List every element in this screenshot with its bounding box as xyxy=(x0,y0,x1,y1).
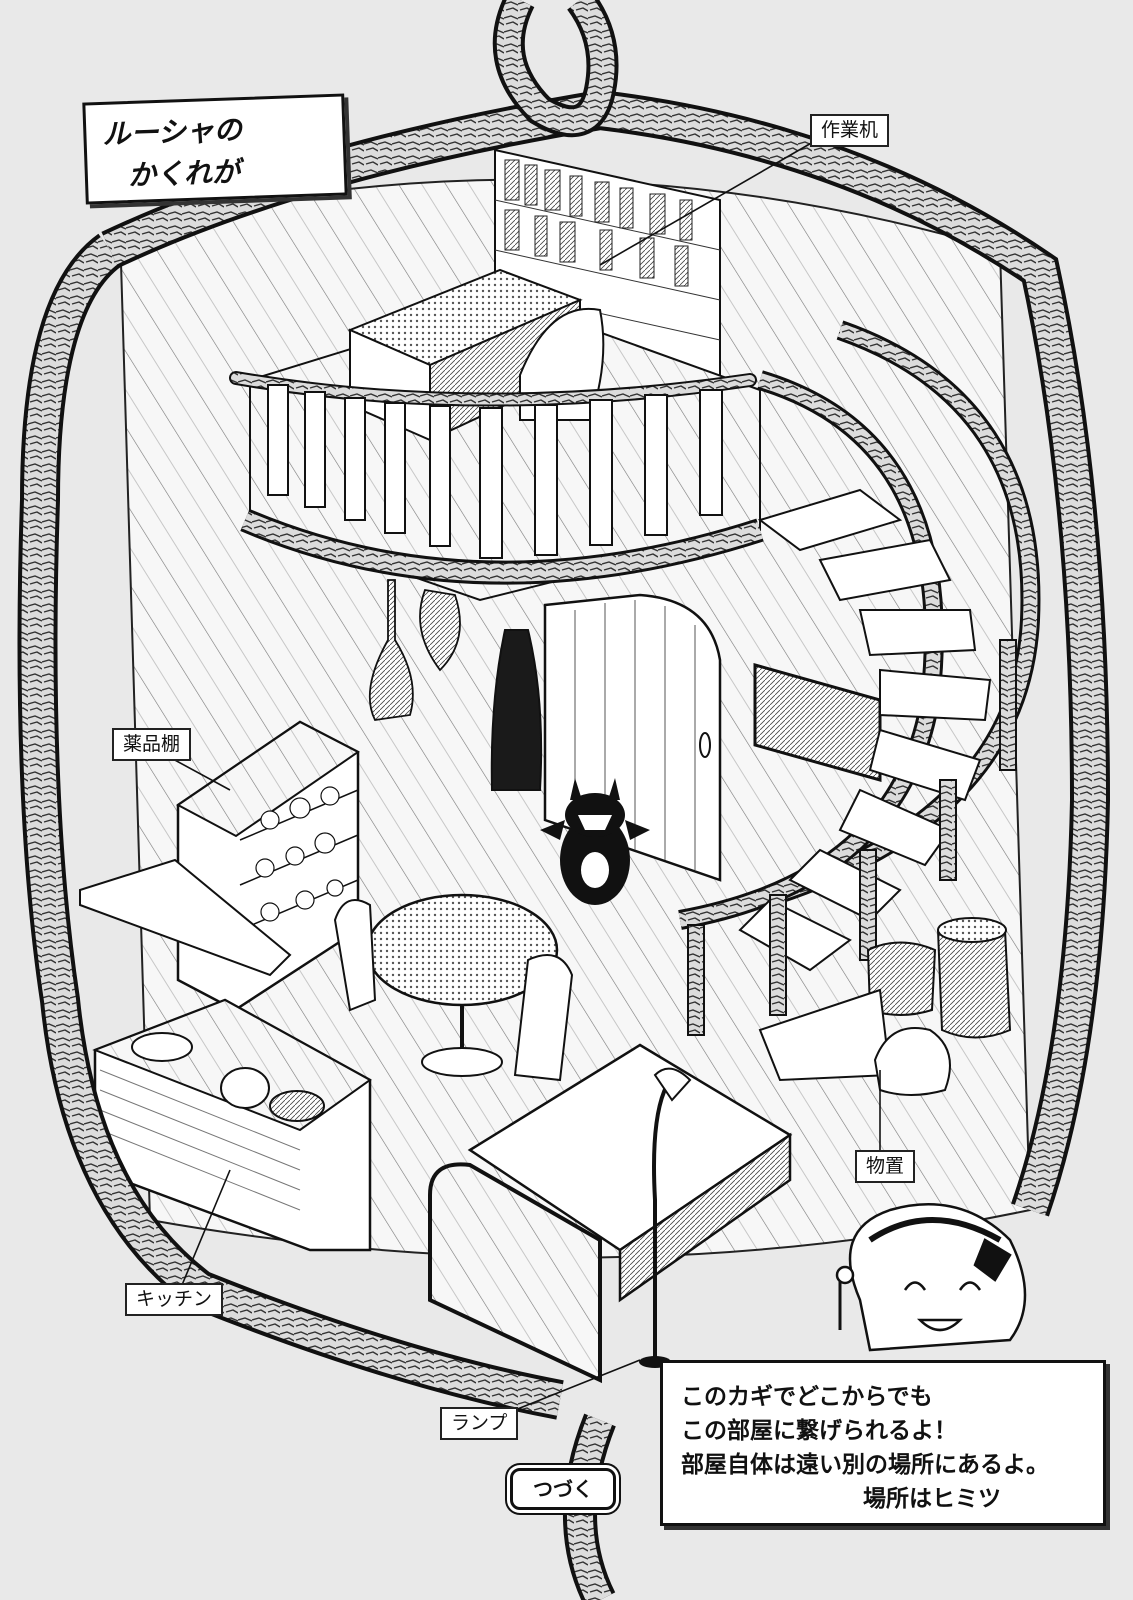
tree-root-frame xyxy=(17,0,1111,1600)
pie-icon xyxy=(269,1090,325,1122)
bed xyxy=(428,1043,793,1384)
speech-line2: この部屋に繋げられるよ！ xyxy=(681,1418,957,1444)
speech-line4: 場所はヒミツ xyxy=(863,1486,1001,1512)
label-kitchen: キッチン xyxy=(125,1283,224,1316)
table-chair-right xyxy=(513,954,574,1082)
table-chair-left xyxy=(333,899,377,1012)
label-storage: 物置 xyxy=(855,1150,916,1183)
kettle-icon xyxy=(220,1067,270,1109)
broom-icon xyxy=(368,579,414,721)
label-desk: 作業机 xyxy=(810,114,890,147)
herb-bundle-icon xyxy=(419,588,461,672)
title-line1: ルーシャの xyxy=(101,113,243,151)
label-medicine-shelf: 薬品棚 xyxy=(112,728,192,761)
speech-line3: 部屋自体は遠い別の場所にあるよ。 xyxy=(681,1452,1049,1478)
storage-barrels xyxy=(758,917,1012,1096)
bulletin-board xyxy=(753,663,882,782)
kitchen-wall-shelf xyxy=(79,858,292,977)
spiral-staircase xyxy=(678,320,1041,1036)
label-lamp: ランプ xyxy=(440,1407,519,1440)
creature-icon xyxy=(540,778,650,905)
speech-line1: このカギでどこからでも xyxy=(681,1384,933,1410)
title-line2: かくれが xyxy=(127,155,241,193)
continue-badge: つづく xyxy=(510,1468,616,1510)
coat-icon xyxy=(490,629,543,791)
hat-icon xyxy=(131,1032,193,1062)
girl-character-icon xyxy=(835,1203,1027,1352)
speech-banner: このカギでどこからでも この部屋に繋げられるよ！ 部屋自体は遠い別の場所にあるよ… xyxy=(660,1360,1106,1526)
title-banner: ルーシャの かくれが xyxy=(82,93,348,205)
